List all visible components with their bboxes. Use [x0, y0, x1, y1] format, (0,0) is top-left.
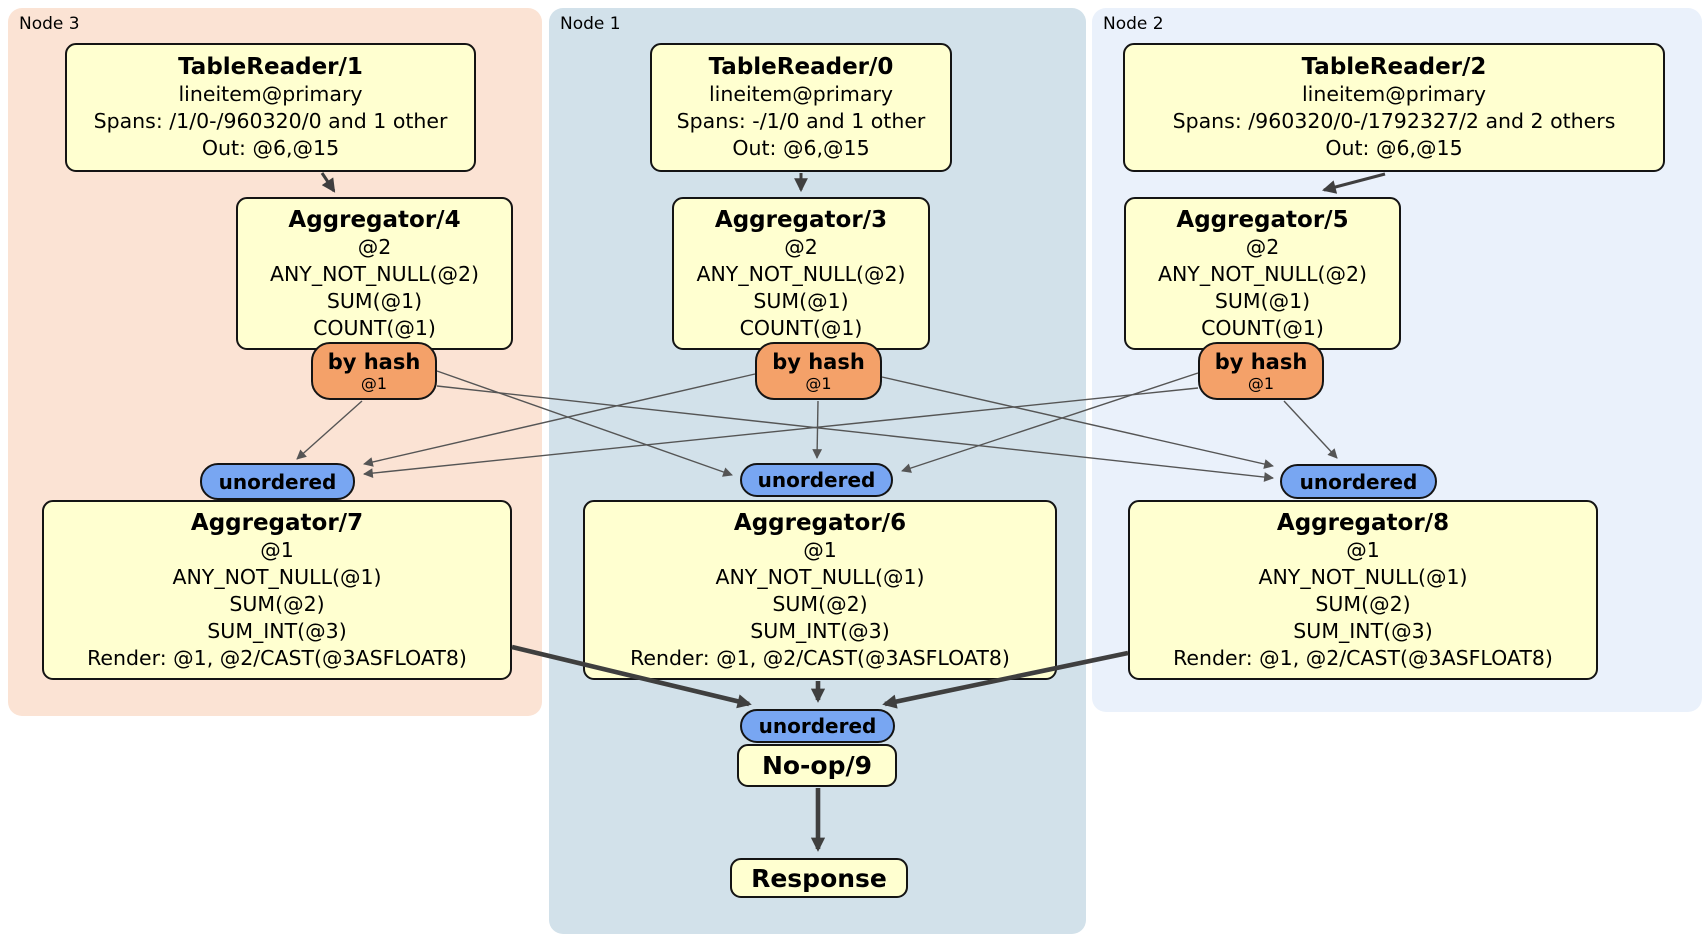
processor-line: SUM_INT(@3): [207, 618, 347, 643]
node3-label: Node 3: [19, 14, 80, 34]
processor-line: Spans: /960320/0-/1792327/2 and 2 others: [1172, 109, 1616, 133]
processor-title: Aggregator/5: [1176, 206, 1349, 233]
unordered-sync-node3: unordered: [200, 463, 355, 500]
aggregator-7-box: Aggregator/7 @1 ANY_NOT_NULL(@1) SUM(@2)…: [42, 500, 512, 680]
processor-line: SUM(@2): [772, 591, 868, 616]
processor-line: ANY_NOT_NULL(@1): [172, 564, 382, 589]
processor-line: Render: @1, @2/CAST(@3ASFLOAT8): [630, 645, 1010, 670]
processor-line: Render: @1, @2/CAST(@3ASFLOAT8): [1173, 645, 1553, 670]
processor-line: Spans: -/1/0 and 1 other: [676, 109, 926, 133]
processor-line: SUM(@2): [229, 591, 325, 616]
hash-router-node1: by hash @1: [755, 342, 882, 400]
aggregator-3-box: Aggregator/3 @2 ANY_NOT_NULL(@2) SUM(@1)…: [672, 197, 930, 350]
table-reader-2-box: TableReader/2 lineitem@primary Spans: /9…: [1123, 43, 1665, 172]
response-box: Response: [730, 858, 908, 898]
processor-line: COUNT(@1): [1201, 315, 1324, 340]
noop-box: No-op/9: [737, 744, 897, 787]
processor-line: @1: [1346, 537, 1380, 562]
processor-line: @2: [1245, 234, 1280, 259]
processor-line: Out: @6,@15: [732, 136, 870, 160]
processor-line: Out: @6,@15: [1325, 136, 1463, 160]
table-reader-1-box: TableReader/1 lineitem@primary Spans: /1…: [65, 43, 476, 172]
table-reader-0-box: TableReader/0 lineitem@primary Spans: -/…: [650, 43, 952, 172]
processor-title: TableReader/1: [178, 54, 363, 80]
router-detail: @1: [360, 373, 388, 393]
sync-label: unordered: [757, 468, 876, 492]
processor-line: SUM_INT(@3): [750, 618, 890, 643]
sync-label: unordered: [218, 469, 337, 494]
hash-router-node2: by hash @1: [1198, 342, 1324, 400]
processor-title: Aggregator/8: [1276, 509, 1450, 536]
processor-line: @2: [784, 234, 818, 259]
aggregator-6-box: Aggregator/6 @1 ANY_NOT_NULL(@1) SUM(@2)…: [583, 500, 1057, 680]
processor-line: @1: [803, 537, 837, 562]
processor-title: No-op/9: [761, 751, 873, 780]
processor-line: SUM(@1): [326, 288, 423, 313]
processor-line: COUNT(@1): [739, 315, 863, 340]
unordered-sync-node2: unordered: [1280, 464, 1437, 499]
node2-label: Node 2: [1103, 14, 1164, 34]
router-detail: @1: [805, 373, 832, 393]
processor-line: SUM_INT(@3): [1293, 618, 1433, 643]
router-detail: @1: [1247, 373, 1275, 393]
processor-line: ANY_NOT_NULL(@2): [269, 261, 480, 286]
node1-label: Node 1: [560, 14, 621, 34]
aggregator-8-box: Aggregator/8 @1 ANY_NOT_NULL(@1) SUM(@2)…: [1128, 500, 1598, 680]
router-label: by hash: [1214, 349, 1308, 374]
unordered-sync-final: unordered: [740, 709, 895, 743]
processor-line: ANY_NOT_NULL(@1): [1258, 564, 1468, 589]
processor-line: ANY_NOT_NULL(@2): [1157, 261, 1368, 286]
processor-title: Aggregator/4: [288, 206, 461, 233]
processor-line: Spans: /1/0-/960320/0 and 1 other: [93, 109, 448, 133]
processor-line: ANY_NOT_NULL(@2): [696, 261, 906, 286]
processor-title: TableReader/2: [1301, 54, 1487, 80]
processor-line: Render: @1, @2/CAST(@3ASFLOAT8): [87, 645, 467, 670]
processor-title: Aggregator/6: [733, 509, 907, 536]
router-label: by hash: [327, 349, 421, 374]
processor-title: Response: [751, 863, 887, 893]
processor-line: lineitem@primary: [178, 82, 363, 106]
router-label: by hash: [772, 349, 865, 374]
hash-router-node3: by hash @1: [311, 342, 437, 400]
processor-line: @2: [357, 234, 392, 259]
processor-line: SUM(@1): [1214, 288, 1311, 313]
aggregator-5-box: Aggregator/5 @2 ANY_NOT_NULL(@2) SUM(@1)…: [1124, 197, 1401, 350]
processor-line: @1: [260, 537, 294, 562]
sync-label: unordered: [758, 714, 877, 738]
processor-line: lineitem@primary: [708, 82, 894, 106]
processor-line: SUM(@2): [1315, 591, 1411, 616]
processor-line: Out: @6,@15: [201, 136, 340, 160]
unordered-sync-node1: unordered: [740, 463, 893, 497]
processor-title: TableReader/0: [708, 54, 894, 80]
processor-title: Aggregator/7: [190, 509, 364, 536]
processor-line: lineitem@primary: [1301, 82, 1487, 106]
sync-label: unordered: [1299, 469, 1418, 494]
processor-line: COUNT(@1): [313, 315, 436, 340]
processor-line: SUM(@1): [753, 288, 849, 313]
aggregator-4-box: Aggregator/4 @2 ANY_NOT_NULL(@2) SUM(@1)…: [236, 197, 513, 350]
processor-line: ANY_NOT_NULL(@1): [715, 564, 925, 589]
processor-title: Aggregator/3: [714, 206, 888, 233]
